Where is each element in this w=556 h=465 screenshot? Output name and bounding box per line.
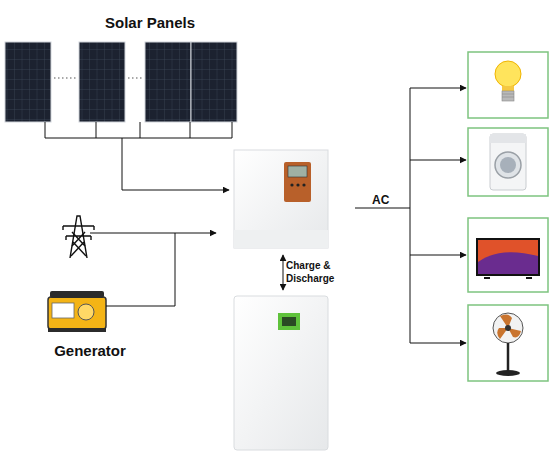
- light-bulb-icon: [495, 61, 521, 101]
- generator-panel: [52, 303, 74, 318]
- grid-tower-icon: [63, 216, 94, 258]
- washer-drum: [500, 157, 516, 173]
- solar-feed-arrow: [122, 138, 229, 190]
- component-group: Solar Panels: [60, 14, 240, 32]
- television-icon: [476, 238, 540, 278]
- generator-frame: [50, 291, 104, 298]
- insulators: [63, 226, 94, 240]
- generator-icon: [48, 291, 106, 332]
- inverter-button: [296, 183, 299, 186]
- washing-machine-icon: [490, 134, 526, 190]
- bulb-thread: [502, 94, 514, 97]
- generator-base: [48, 328, 106, 332]
- tv-frame: [476, 238, 540, 276]
- load-frame: [468, 52, 548, 118]
- wire: [140, 122, 141, 138]
- load-frame: [468, 218, 548, 292]
- ac-branch-arrow: [410, 255, 466, 256]
- generator-body: [48, 297, 106, 329]
- battery-display: [282, 317, 296, 326]
- ac-branch-arrow: [410, 88, 466, 89]
- generator-wire: [106, 233, 175, 306]
- ac-bus: [355, 88, 466, 343]
- load-frame: [468, 305, 548, 381]
- wire: [190, 122, 191, 138]
- charge-discharge-arrow: [283, 255, 284, 290]
- battery-display-frame: [278, 313, 300, 330]
- inverter-button: [290, 183, 293, 186]
- tv-screen-wave: [478, 252, 538, 274]
- solar-panel-array: [5, 42, 237, 122]
- grid-feed-arrow: [90, 233, 216, 234]
- washer-control-strip: [490, 134, 526, 143]
- fan-blades: [497, 314, 521, 339]
- tower-bracing: [63, 226, 94, 256]
- inverter-display: [288, 166, 307, 177]
- ac-wire: [355, 208, 410, 209]
- bulb-glass: [495, 61, 521, 87]
- ac-branch-arrow: [410, 343, 466, 344]
- battery-body: [234, 296, 328, 450]
- solar-panel: [145, 42, 191, 122]
- component-heading: Generator: [20, 342, 160, 360]
- solar-panel: [5, 42, 51, 122]
- bulb-base: [502, 91, 514, 101]
- solar-panel: [79, 42, 125, 122]
- ac-trunk: [410, 88, 411, 343]
- tv-stand: [484, 277, 532, 279]
- fan-pole: [507, 343, 510, 372]
- tv-screen: [478, 240, 538, 274]
- inverter-base: [234, 230, 328, 248]
- fan-guard: [493, 313, 523, 343]
- solar-wiring: [45, 122, 232, 190]
- washer-door: [495, 152, 521, 178]
- annotation-label: AC: [372, 193, 402, 207]
- washer-body: [490, 134, 526, 190]
- standing-fan-icon: [493, 313, 523, 376]
- ac-branch-arrow: [410, 160, 466, 161]
- grid-wiring: [90, 233, 216, 306]
- load-frame: [468, 128, 548, 196]
- inverter-panel: [284, 162, 311, 202]
- tower-legs: [70, 216, 87, 258]
- ellipsis-dots: [54, 77, 76, 78]
- inverter-body: [234, 150, 328, 248]
- generator-dial: [78, 304, 94, 320]
- inverter-button: [302, 183, 305, 186]
- component-heading: Solar Panels: [60, 14, 240, 32]
- solar-panel: [191, 42, 237, 122]
- wire: [96, 122, 97, 138]
- inverter-icon: [234, 150, 328, 248]
- bulb-neck: [502, 86, 514, 91]
- component-group: Generator: [20, 342, 160, 360]
- fan-base: [496, 370, 520, 376]
- fan-hub: [505, 325, 511, 331]
- annotation-label: Charge & Discharge: [286, 259, 336, 285]
- load-frames: [468, 52, 548, 381]
- wire: [232, 122, 233, 138]
- battery-icon: [234, 296, 328, 450]
- wire: [45, 122, 232, 138]
- ellipsis-dots: [128, 77, 142, 78]
